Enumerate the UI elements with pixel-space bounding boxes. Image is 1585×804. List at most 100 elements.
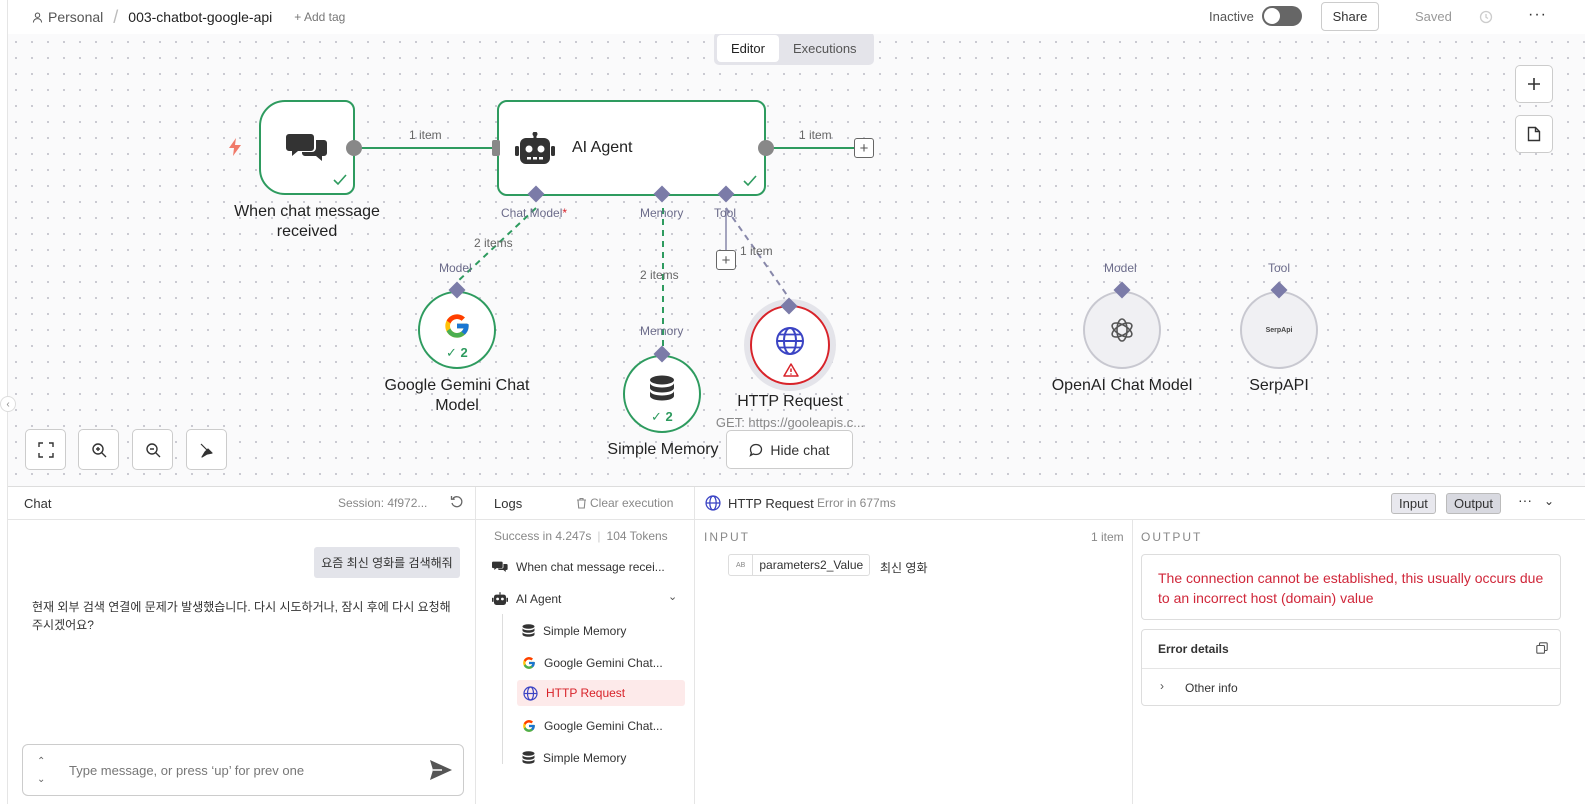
log-item-memory-2[interactable]: Simple Memory <box>522 745 687 771</box>
check-icon <box>743 175 757 187</box>
send-icon[interactable] <box>429 759 453 781</box>
database-icon <box>522 750 535 764</box>
breadcrumb-project[interactable]: Personal <box>32 9 103 25</box>
handle-label-memory-node: Memory <box>640 324 684 338</box>
fit-view-button[interactable] <box>25 429 66 470</box>
parameter-name: parameters2_Value <box>759 558 864 572</box>
add-node-panel-button[interactable] <box>1515 65 1553 103</box>
more-options-icon[interactable]: ··· <box>1528 6 1547 23</box>
output-handle[interactable] <box>758 140 774 156</box>
node-label-serpapi: SerpAPI <box>1249 377 1309 394</box>
fit-view-icon <box>37 441 54 458</box>
node-gemini-chat-model[interactable] <box>418 291 496 369</box>
warning-icon <box>783 363 799 377</box>
history-navigation[interactable]: ⌃⌄ <box>37 756 46 785</box>
session-id[interactable]: Session: 4f972... <box>338 496 428 510</box>
input-toggle-button[interactable]: Input <box>1391 493 1436 514</box>
google-icon <box>523 720 535 732</box>
copy-icon[interactable] <box>1536 642 1548 654</box>
trash-icon <box>577 497 586 509</box>
add-tool-button[interactable]: + <box>716 250 736 270</box>
node-chat-trigger[interactable] <box>259 100 355 195</box>
clear-execution-button[interactable]: Clear execution <box>576 496 673 510</box>
output-section-label: OUTPUT <box>1141 530 1203 544</box>
add-tag-button[interactable]: + Add tag <box>294 10 346 24</box>
globe-icon <box>776 327 804 355</box>
connection-label: 1 item <box>799 128 832 142</box>
chat-input-box: ⌃⌄ <box>22 744 464 796</box>
chevron-right-icon[interactable]: › <box>1160 679 1164 693</box>
handle-label-memory: Memory <box>640 206 684 220</box>
node-label-http: HTTP Request <box>737 393 843 410</box>
chevron-down-icon[interactable]: ⌄ <box>1544 494 1555 508</box>
input-handle[interactable] <box>492 140 500 156</box>
zoom-in-button[interactable] <box>78 429 119 470</box>
node-ai-agent[interactable]: AI Agent <box>497 100 766 196</box>
other-info-toggle[interactable]: Other info <box>1185 681 1238 695</box>
log-item-gemini-2[interactable]: Google Gemini Chat... <box>522 713 687 739</box>
tidy-up-button[interactable] <box>186 429 227 470</box>
serpapi-icon: SerpApi <box>1265 326 1293 334</box>
output-handle[interactable] <box>346 140 362 156</box>
logs-panel-title: Logs <box>494 496 523 511</box>
chat-panel-title: Chat <box>24 496 52 511</box>
history-icon[interactable] <box>1478 9 1494 25</box>
reset-session-icon[interactable] <box>450 495 464 509</box>
parameter-chip[interactable]: AB parameters2_Value <box>728 554 871 576</box>
hide-chat-button[interactable]: Hide chat <box>726 430 853 469</box>
user-message: 요즘 최신 영화를 검색해줘 <box>314 547 460 578</box>
share-button[interactable]: Share <box>1321 2 1379 31</box>
active-toggle[interactable] <box>1262 6 1302 26</box>
log-item-label: When chat message recei... <box>516 560 665 574</box>
collapse-sidebar-button[interactable]: ‹ <box>0 396 16 412</box>
log-item-agent[interactable]: AI Agent ⌄ <box>492 586 682 612</box>
node-label-openai: OpenAI Chat Model <box>1051 377 1193 394</box>
log-item-label: Google Gemini Chat... <box>544 719 663 733</box>
chevron-down-icon[interactable]: ⌄ <box>668 591 678 603</box>
openai-icon <box>1111 318 1133 342</box>
log-item-trigger[interactable]: When chat message recei... <box>492 554 682 580</box>
tab-executions[interactable]: Executions <box>792 41 857 56</box>
user-icon <box>32 12 43 23</box>
stats-separator: | <box>597 529 601 543</box>
divider <box>1142 668 1560 669</box>
node-title-agent: AI Agent <box>572 139 633 156</box>
run-count-badge: ✓ 2 <box>651 409 673 425</box>
run-count: 2 <box>460 345 468 360</box>
chat-message-input[interactable] <box>69 759 419 781</box>
globe-icon <box>523 685 538 701</box>
divider <box>475 487 476 804</box>
add-node-button[interactable]: + <box>854 138 874 158</box>
string-type-icon: AB <box>729 555 754 575</box>
node-label-line: received <box>276 223 338 240</box>
node-label-line: When chat message <box>234 203 380 220</box>
more-options-icon[interactable]: ··· <box>1518 492 1532 508</box>
log-item-label: Simple Memory <box>543 624 627 638</box>
tab-editor[interactable]: Editor <box>717 35 779 62</box>
log-item-http[interactable]: HTTP Request <box>517 680 685 706</box>
required-mark: * <box>562 206 568 220</box>
input-section-label: INPUT <box>704 530 750 544</box>
robot-icon <box>492 592 508 605</box>
handle-label-tool-serp: Tool <box>1268 261 1291 275</box>
connection-label: 2 items <box>474 236 513 250</box>
log-item-gemini[interactable]: Google Gemini Chat... <box>522 650 687 676</box>
database-icon <box>650 375 674 401</box>
chat-icon <box>492 561 508 572</box>
log-item-memory[interactable]: Simple Memory <box>522 618 687 644</box>
sticky-note-button[interactable] <box>1515 115 1553 153</box>
note-icon <box>1527 126 1541 142</box>
editor-tabs: Editor Executions <box>714 34 874 65</box>
zoom-out-button[interactable] <box>132 429 173 470</box>
workflow-canvas[interactable]: Editor Executions When chat message rece… <box>8 34 1585 486</box>
node-openai-chat-model[interactable] <box>1083 291 1161 369</box>
handle-label-model: Model <box>439 261 472 275</box>
log-item-label: Simple Memory <box>543 751 627 765</box>
workflow-name[interactable]: 003-chatbot-google-api <box>128 9 273 25</box>
output-toggle-button[interactable]: Output <box>1446 493 1502 514</box>
node-http-request[interactable] <box>750 305 830 385</box>
robot-icon <box>515 132 555 164</box>
tree-line <box>502 614 503 764</box>
run-count-badge: ✓ 2 <box>446 345 468 361</box>
node-serpapi[interactable]: SerpApi <box>1240 291 1318 369</box>
